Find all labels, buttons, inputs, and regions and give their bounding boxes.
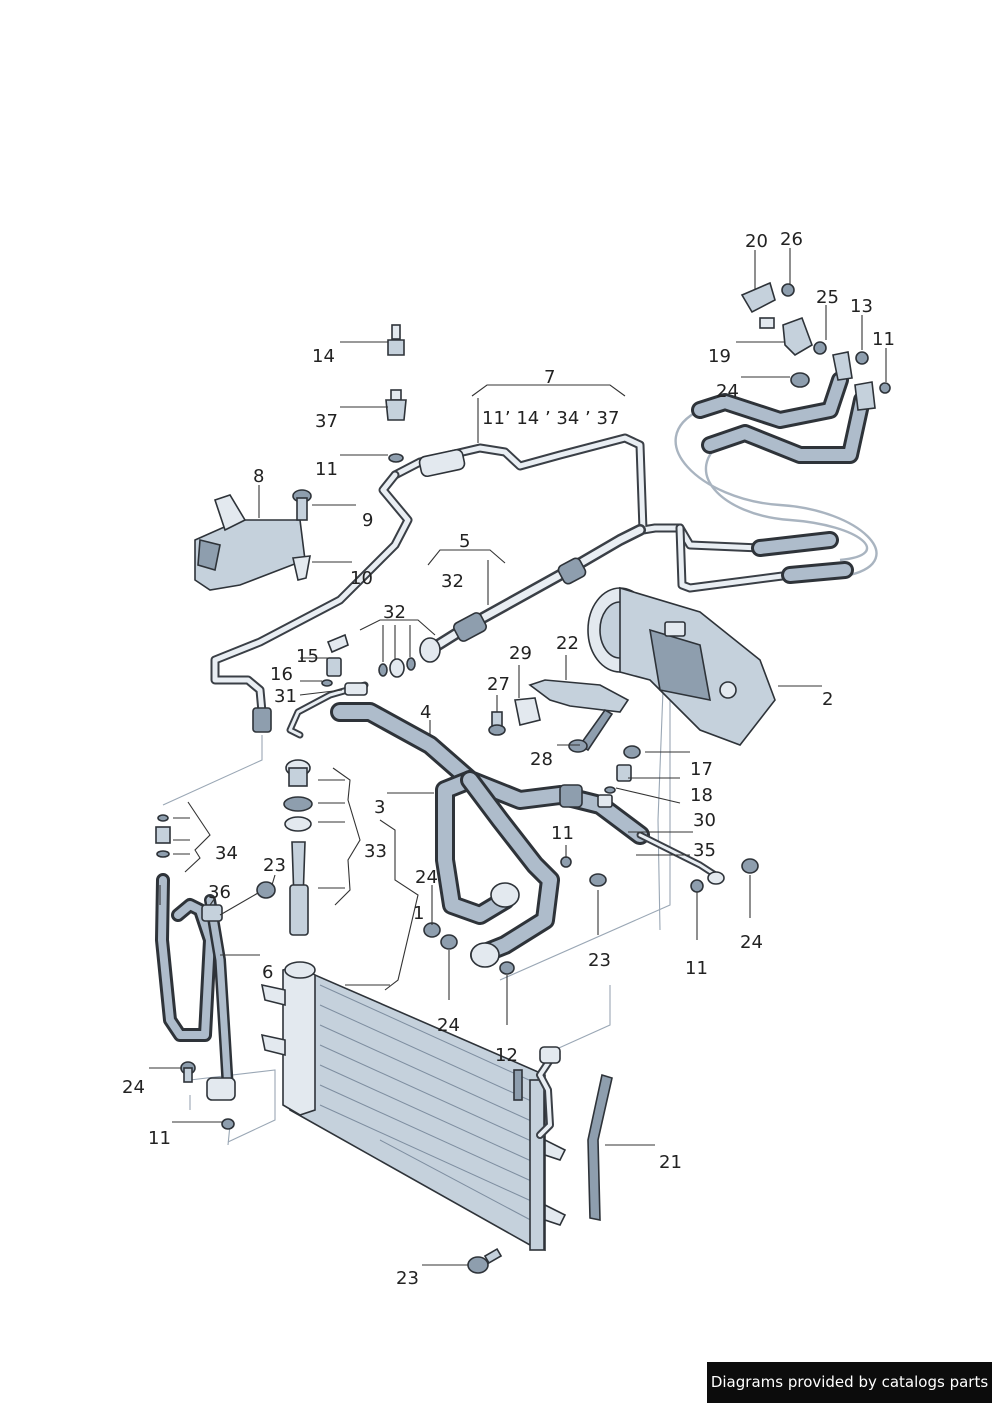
- callout-7: 7: [544, 367, 555, 388]
- bolt-23-a: [589, 873, 607, 887]
- bolt-23-b: [256, 881, 276, 899]
- pipe-35: [707, 871, 725, 885]
- compressor: [587, 586, 776, 746]
- parts-34: [155, 814, 171, 858]
- callout-25: 25: [816, 287, 839, 308]
- callout-33: 33: [364, 841, 387, 862]
- callout-11-r: 11: [685, 958, 708, 979]
- pipe-5: [419, 524, 646, 663]
- seal-11a: [388, 453, 404, 463]
- callout-28: 28: [530, 749, 553, 770]
- bracket-22: [528, 679, 630, 753]
- callout-32-b: 32: [383, 602, 406, 623]
- dashed-guides: [162, 392, 861, 1146]
- bolt-9: [292, 489, 312, 521]
- callout-29: 29: [509, 643, 532, 664]
- footer-credit: Diagrams provided by catalogs parts: [707, 1362, 992, 1403]
- callout-10: 10: [350, 568, 373, 589]
- callout-22: 22: [556, 633, 579, 654]
- lines-6: [155, 873, 236, 1101]
- callout-18: 18: [690, 785, 713, 806]
- callout-30: 30: [693, 810, 716, 831]
- bolt-24-c: [741, 858, 759, 874]
- callout-7-group: 11’ 14 ’ 34 ’ 37: [482, 408, 619, 429]
- callout-16: 16: [270, 664, 293, 685]
- clip-36: [201, 904, 223, 922]
- callout-19: 19: [708, 346, 731, 367]
- callout-35: 35: [693, 840, 716, 861]
- bolt-23-c: [467, 1247, 503, 1274]
- bolt-24-a: [423, 922, 441, 938]
- callout-8: 8: [253, 466, 264, 487]
- pressure-switch-14: [387, 324, 405, 356]
- callout-37: 37: [315, 411, 338, 432]
- pipe-left: [210, 470, 413, 733]
- callout-17: 17: [690, 759, 713, 780]
- valve-37: [385, 389, 407, 421]
- callout-24-r: 24: [740, 932, 763, 953]
- callout-24-m: 24: [415, 867, 438, 888]
- callout-24-ur: 24: [716, 381, 739, 402]
- bolt-24-d: [180, 1061, 196, 1083]
- receiver-drier: [283, 759, 313, 936]
- hose-loop: [674, 408, 878, 577]
- bolt-24-b: [440, 934, 458, 950]
- bracket-8: [194, 494, 306, 591]
- nut-11d: [221, 1118, 235, 1130]
- bolts: [180, 856, 759, 1274]
- upper-right-parts: [691, 281, 891, 584]
- callout-1: 1: [413, 903, 424, 924]
- callout-23-m: 23: [588, 950, 611, 971]
- seal-strip-21: [587, 1073, 613, 1221]
- callout-24-ll: 24: [122, 1077, 145, 1098]
- hose-4-3: [330, 702, 724, 968]
- callout-36: 36: [208, 882, 231, 903]
- clip-10: [292, 555, 311, 581]
- callout-23-b: 23: [396, 1268, 419, 1289]
- callout-11-ur: 11: [872, 329, 895, 350]
- seal-11b: [560, 856, 572, 868]
- leader-lines: [149, 248, 887, 1266]
- nut-12: [499, 961, 515, 975]
- callout-11-ll: 11: [148, 1128, 171, 1149]
- callout-2: 2: [822, 689, 833, 710]
- nut-11c: [690, 879, 704, 893]
- condenser: [260, 961, 567, 1252]
- callout-13: 13: [850, 296, 873, 317]
- callout-21: 21: [659, 1152, 682, 1173]
- callout-11-l: 11: [315, 459, 338, 480]
- callout-27: 27: [487, 674, 510, 695]
- callout-3: 3: [374, 797, 385, 818]
- callout-26: 26: [780, 229, 803, 250]
- pipe-7: [390, 433, 795, 593]
- callout-9: 9: [362, 510, 373, 531]
- fittings-17-18: [597, 745, 641, 808]
- callout-24-b: 24: [437, 1015, 460, 1036]
- fittings-27-28-29: [488, 697, 541, 736]
- callout-32-a: 32: [441, 571, 464, 592]
- callout-34: 34: [215, 843, 238, 864]
- callout-12: 12: [495, 1045, 518, 1066]
- callout-4: 4: [420, 702, 431, 723]
- callout-15: 15: [296, 646, 319, 667]
- seals-32: [378, 657, 416, 678]
- callout-23-l: 23: [263, 855, 286, 876]
- fittings-15-16-31: [286, 633, 369, 739]
- callout-20: 20: [745, 231, 768, 252]
- callout-6: 6: [262, 962, 273, 983]
- callout-31: 31: [274, 686, 297, 707]
- callout-11-m: 11: [551, 823, 574, 844]
- callout-5: 5: [459, 531, 470, 552]
- callout-14: 14: [312, 346, 335, 367]
- callout-labels: 20 26 25 13 11 19 24 14 37 11 8 9 10 7 1…: [122, 229, 895, 1289]
